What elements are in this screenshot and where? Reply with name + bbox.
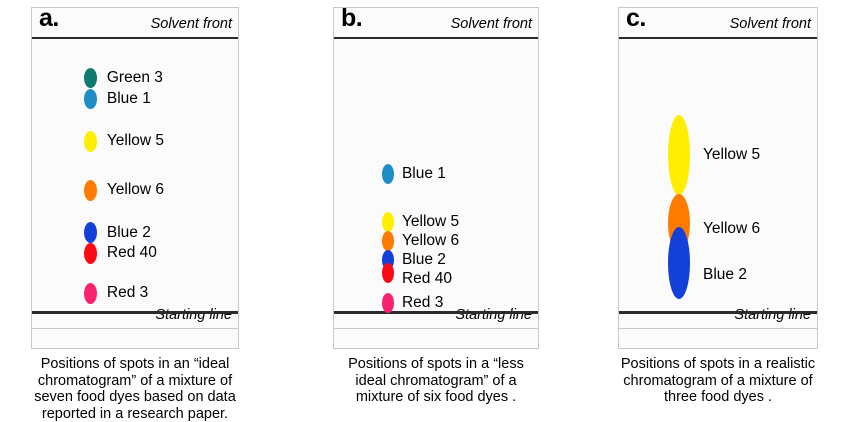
starting-line-b: [334, 311, 538, 314]
spot-label-blue-2-c: Blue 2: [703, 266, 747, 284]
spot-label-green-3-a: Green 3: [106, 69, 163, 87]
panel-letter-b: b.: [341, 4, 363, 32]
spot-label-blue-1-a: Blue 1: [106, 89, 151, 107]
spot-red-40-b: [381, 262, 394, 283]
solvent-trough-c: [618, 329, 818, 349]
spot-yellow-6-b: [381, 231, 394, 252]
spot-label-yellow-5-c: Yellow 5: [703, 145, 761, 163]
starting-line-label-a: Starting line: [155, 306, 232, 323]
spot-green-3-a: [83, 68, 97, 89]
spot-red-40-a: [83, 242, 97, 264]
spot-label-blue-2-a: Blue 2: [106, 223, 151, 241]
panel-caption-c: Positions of spots in a realistic chroma…: [620, 356, 816, 405]
spot-label-yellow-5-b: Yellow 5: [401, 212, 460, 230]
spot-yellow-5-c: [668, 114, 690, 195]
solvent-front-label-a: Solvent front: [150, 16, 232, 32]
spot-red-3-b: [381, 292, 394, 313]
starting-line-a: [32, 311, 238, 314]
spot-label-red-40-b: Red 40: [401, 270, 452, 288]
solvent-front-label-c: Solvent front: [729, 16, 811, 32]
spot-blue-2-a: [83, 222, 97, 244]
solvent-trough-b: [333, 329, 539, 349]
spot-label-yellow-6-a: Yellow 6: [106, 181, 165, 199]
spot-blue-1-b: [381, 164, 394, 184]
panel-caption-a: Positions of spots in an “ideal chromato…: [34, 356, 236, 422]
spot-yellow-5-a: [83, 130, 97, 152]
solvent-front-line-c: [619, 37, 817, 39]
spot-yellow-5-b: [381, 211, 394, 232]
panel-caption-b: Positions of spots in a “less ideal chro…: [348, 356, 524, 405]
solvent-front-line-b: [334, 37, 538, 39]
spot-blue-2-c: [668, 227, 690, 300]
solvent-trough-a: [31, 329, 239, 349]
spot-yellow-6-a: [83, 179, 97, 201]
starting-line-label-c: Starting line: [734, 306, 811, 323]
spot-label-yellow-6-c: Yellow 6: [703, 219, 761, 237]
spot-label-red-3-a: Red 3: [106, 284, 149, 302]
panel-letter-c: c.: [626, 4, 646, 32]
spot-label-blue-1-b: Blue 1: [401, 165, 446, 182]
spot-blue-1-a: [83, 88, 97, 109]
spot-red-3-a: [83, 282, 97, 304]
spot-label-blue-2-b: Blue 2: [401, 251, 446, 269]
spot-label-red-3-b: Red 3: [401, 293, 444, 311]
spot-label-yellow-6-b: Yellow 6: [401, 232, 460, 250]
solvent-front-line-a: [32, 37, 238, 39]
starting-line-c: [619, 311, 817, 314]
spot-label-yellow-5-a: Yellow 5: [106, 132, 165, 150]
solvent-front-label-b: Solvent front: [450, 16, 532, 32]
starting-line-label-b: Starting line: [455, 306, 532, 323]
panel-letter-a: a.: [39, 4, 59, 32]
spot-label-red-40-a: Red 40: [106, 244, 157, 262]
